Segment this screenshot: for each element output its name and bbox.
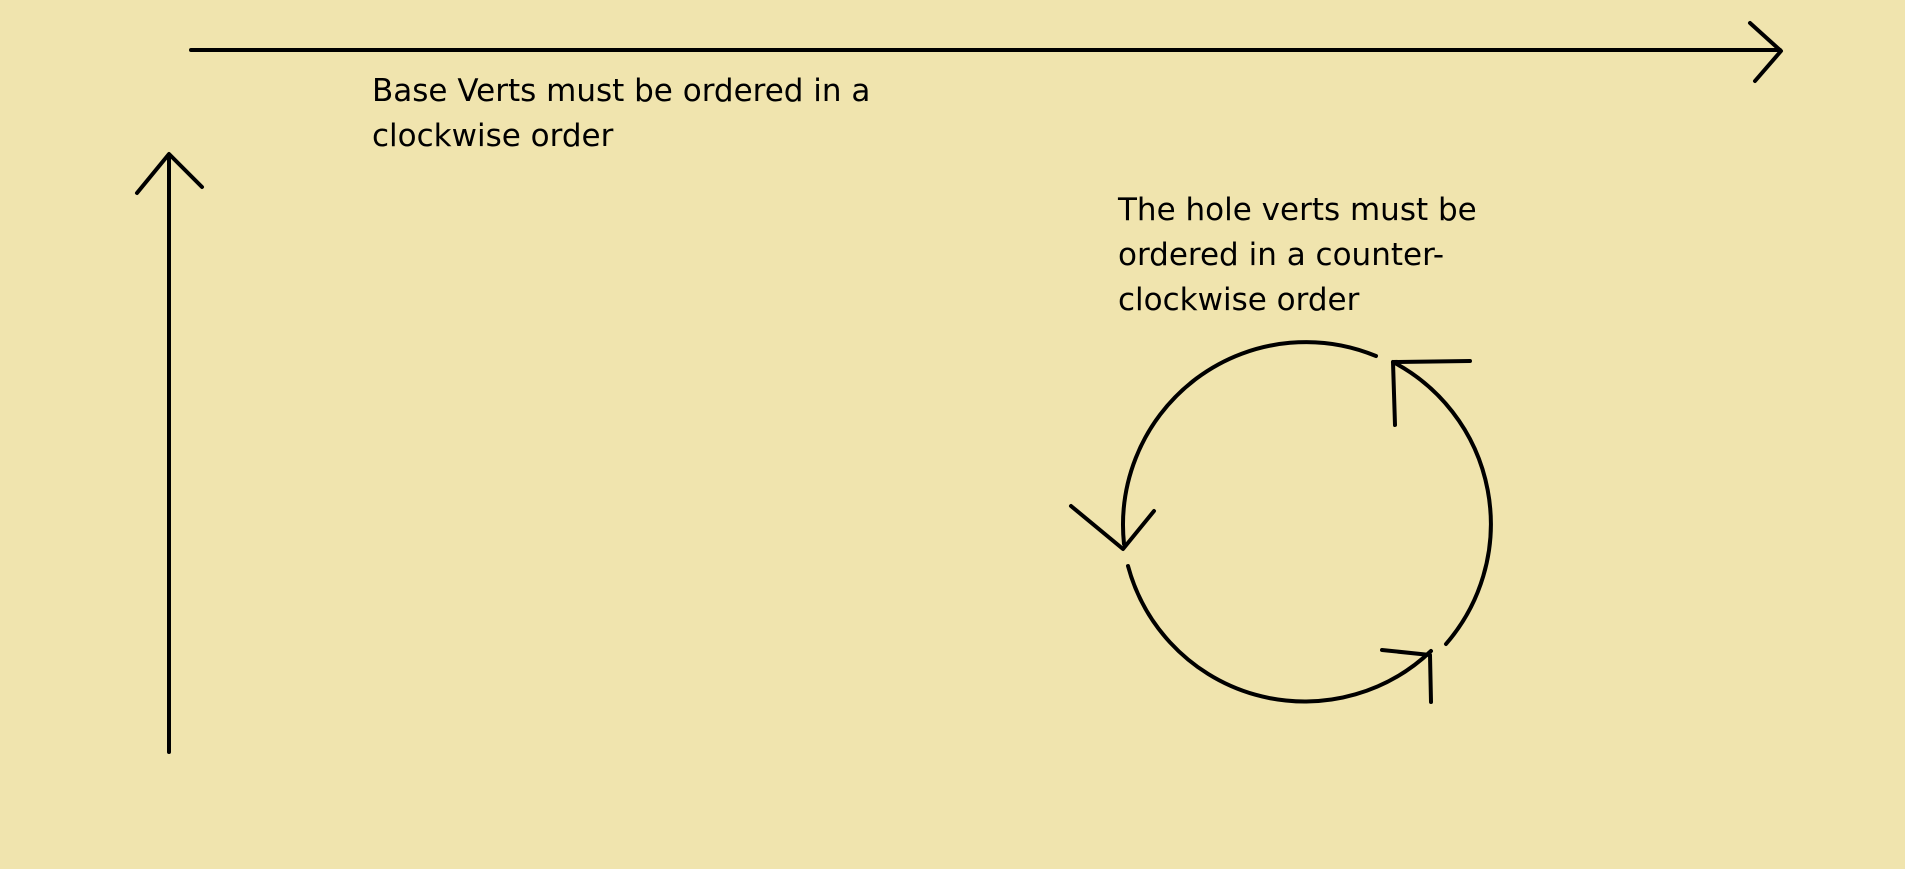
hole-arrow-head-top [1391, 359, 1472, 427]
hole-circle-arc-bottom [1126, 564, 1433, 704]
hole-arrow-head-left [1069, 504, 1156, 551]
horizontal-arrow-head [1748, 21, 1783, 83]
hole-circle-arc-right [1391, 360, 1493, 646]
vertical-arrow-head [135, 152, 204, 195]
base-verts-annotation: Base Verts must be ordered in a clockwis… [372, 73, 871, 154]
hole-arrow-head-bottom [1380, 648, 1433, 704]
hole-circle-arc-left [1121, 340, 1378, 546]
hole-verts-annotation: The hole verts must be ordered in a coun… [1118, 192, 1477, 318]
